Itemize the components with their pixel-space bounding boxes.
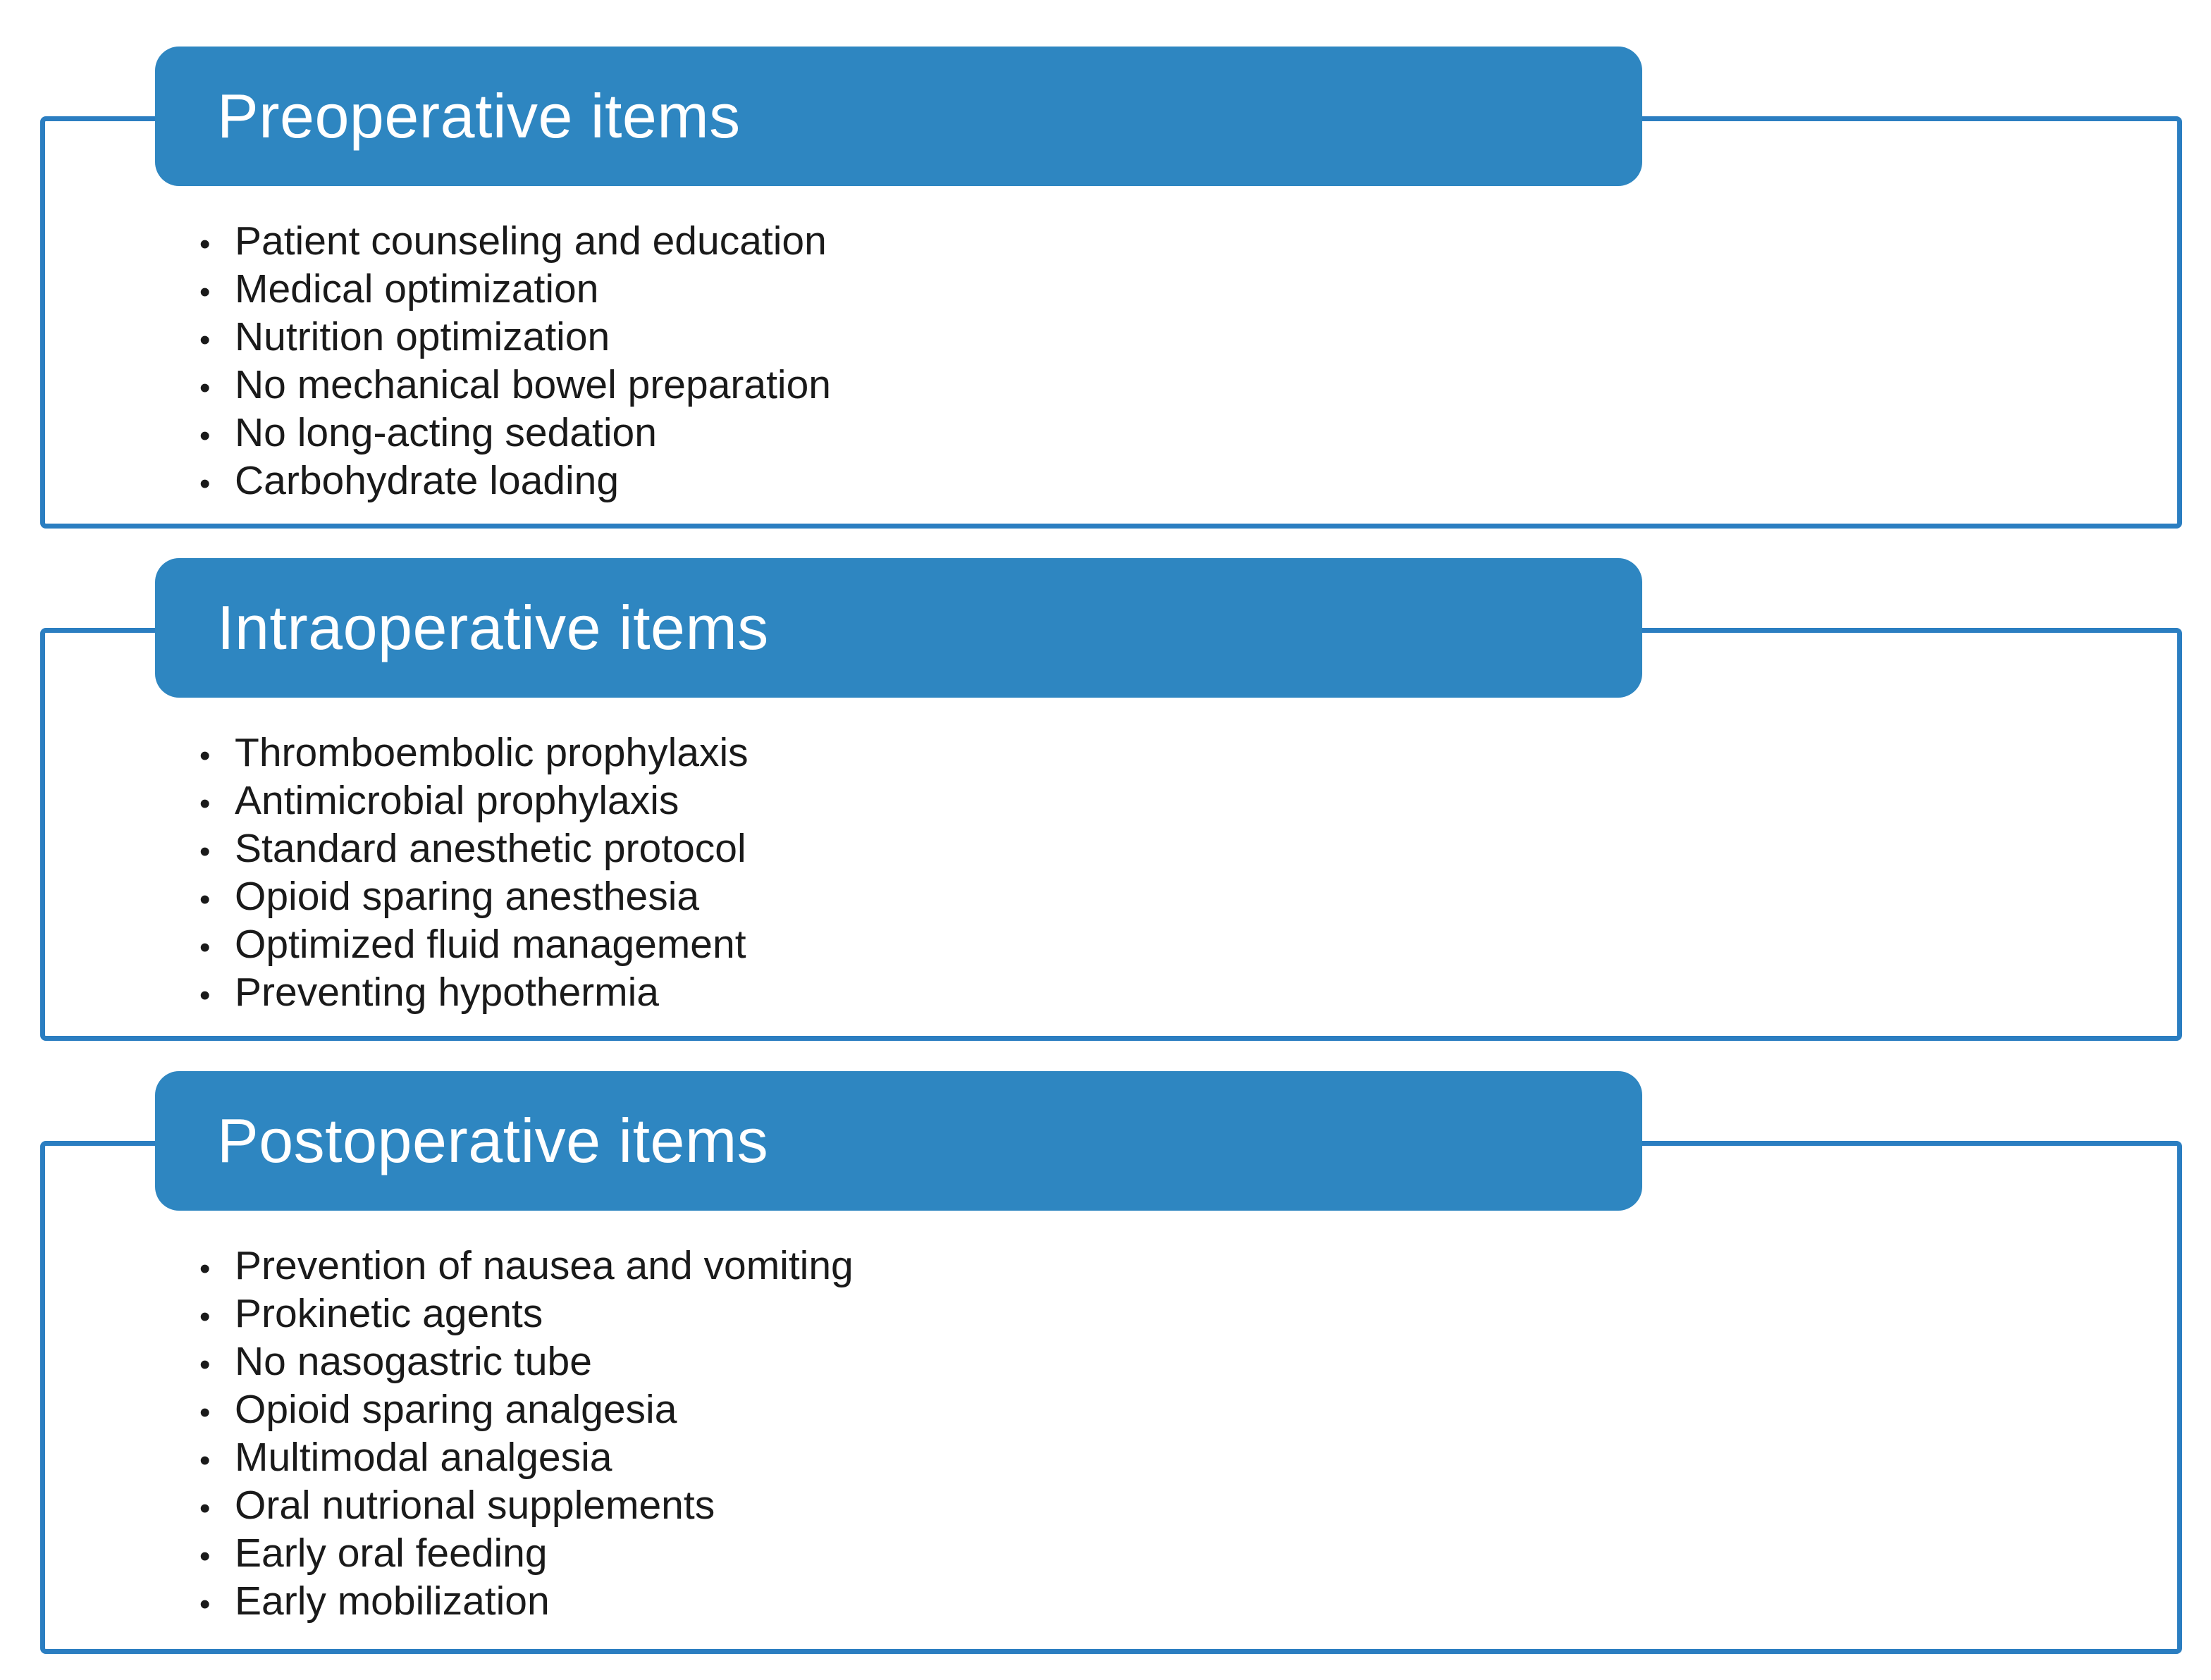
bullet-icon: •	[199, 739, 211, 773]
list-item: • Carbohydrate loading	[199, 457, 831, 505]
item-label: Carbohydrate loading	[235, 458, 620, 503]
item-label: Multimodal analgesia	[235, 1435, 612, 1480]
list-item: • Multimodal analgesia	[199, 1433, 854, 1481]
item-label: Prokinetic agents	[235, 1291, 543, 1336]
bullet-icon: •	[199, 1491, 211, 1526]
item-label: Early oral feeding	[235, 1531, 548, 1576]
list-item: • Prevention of nausea and vomiting	[199, 1242, 854, 1290]
panel-header-preoperative: Preoperative items	[155, 47, 1642, 186]
item-label: Opioid sparing anesthesia	[235, 874, 700, 919]
bullet-icon: •	[199, 467, 211, 501]
panel-preoperative: Preoperative items • Patient counseling a…	[0, 47, 2211, 529]
item-label: Patient counseling and education	[235, 218, 827, 264]
item-label: Medical optimization	[235, 266, 599, 311]
bullet-icon: •	[199, 1395, 211, 1430]
item-label: Nutrition optimization	[235, 314, 610, 359]
item-label: Oral nutrional supplements	[235, 1483, 715, 1528]
list-item: • Thromboembolic prophylaxis	[199, 729, 749, 777]
list-item: • No long-acting sedation	[199, 409, 831, 457]
list-item: • No mechanical bowel preparation	[199, 361, 831, 409]
panel-header-postoperative: Postoperative items	[155, 1071, 1642, 1211]
bullet-icon: •	[199, 786, 211, 821]
panel-title: Postoperative items	[217, 1106, 769, 1175]
panel-title: Preoperative items	[217, 81, 741, 151]
list-item: • Nutrition optimization	[199, 313, 831, 361]
item-label: Thromboembolic prophylaxis	[235, 730, 749, 775]
item-label: Preventing hypothermia	[235, 970, 660, 1015]
list-item: • No nasogastric tube	[199, 1338, 854, 1385]
list-item: • Patient counseling and education	[199, 217, 831, 265]
item-label: No nasogastric tube	[235, 1339, 592, 1384]
bullet-icon: •	[199, 1347, 211, 1382]
item-list: • Thromboembolic prophylaxis • Antimicrobi…	[199, 729, 749, 1016]
bullet-icon: •	[199, 1252, 211, 1286]
list-item: • Standard anesthetic protocol	[199, 824, 749, 872]
list-item: • Early mobilization	[199, 1577, 854, 1625]
bullet-icon: •	[199, 1539, 211, 1574]
bullet-icon: •	[199, 1299, 211, 1334]
bullet-icon: •	[199, 323, 211, 357]
bullet-icon: •	[199, 1587, 211, 1622]
item-list: • Prevention of nausea and vomiting • Prok…	[199, 1242, 854, 1625]
item-label: No mechanical bowel preparation	[235, 362, 831, 407]
bullet-icon: •	[199, 275, 211, 309]
bullet-icon: •	[199, 834, 211, 869]
list-item: • Opioid sparing analgesia	[199, 1385, 854, 1433]
bullet-icon: •	[199, 882, 211, 917]
bullet-icon: •	[199, 978, 211, 1013]
panel-header-intraoperative: Intraoperative items	[155, 558, 1642, 698]
item-label: Prevention of nausea and vomiting	[235, 1243, 854, 1288]
item-label: Optimized fluid management	[235, 922, 746, 967]
item-list: • Patient counseling and education • Medic…	[199, 217, 831, 505]
item-label: Early mobilization	[235, 1579, 550, 1624]
item-label: Opioid sparing analgesia	[235, 1387, 677, 1432]
bullet-icon: •	[199, 930, 211, 965]
list-item: • Optimized fluid management	[199, 920, 749, 968]
list-item: • Antimicrobial prophylaxis	[199, 777, 749, 824]
bullet-icon: •	[199, 1443, 211, 1478]
bullet-icon: •	[199, 371, 211, 405]
list-item: • Medical optimization	[199, 265, 831, 313]
panel-intraoperative: Intraoperative items • Thromboembolic pro…	[0, 558, 2211, 1041]
panel-postoperative: Postoperative items • Prevention of nause…	[0, 1071, 2211, 1654]
item-label: Standard anesthetic protocol	[235, 826, 746, 871]
list-item: • Prokinetic agents	[199, 1290, 854, 1338]
bullet-icon: •	[199, 419, 211, 453]
list-item: • Opioid sparing anesthesia	[199, 872, 749, 920]
item-label: Antimicrobial prophylaxis	[235, 778, 679, 823]
item-label: No long-acting sedation	[235, 410, 657, 455]
list-item: • Early oral feeding	[199, 1529, 854, 1577]
list-item: • Oral nutrional supplements	[199, 1481, 854, 1529]
list-item: • Preventing hypothermia	[199, 968, 749, 1016]
panel-title: Intraoperative items	[217, 593, 769, 662]
bullet-icon: •	[199, 227, 211, 261]
